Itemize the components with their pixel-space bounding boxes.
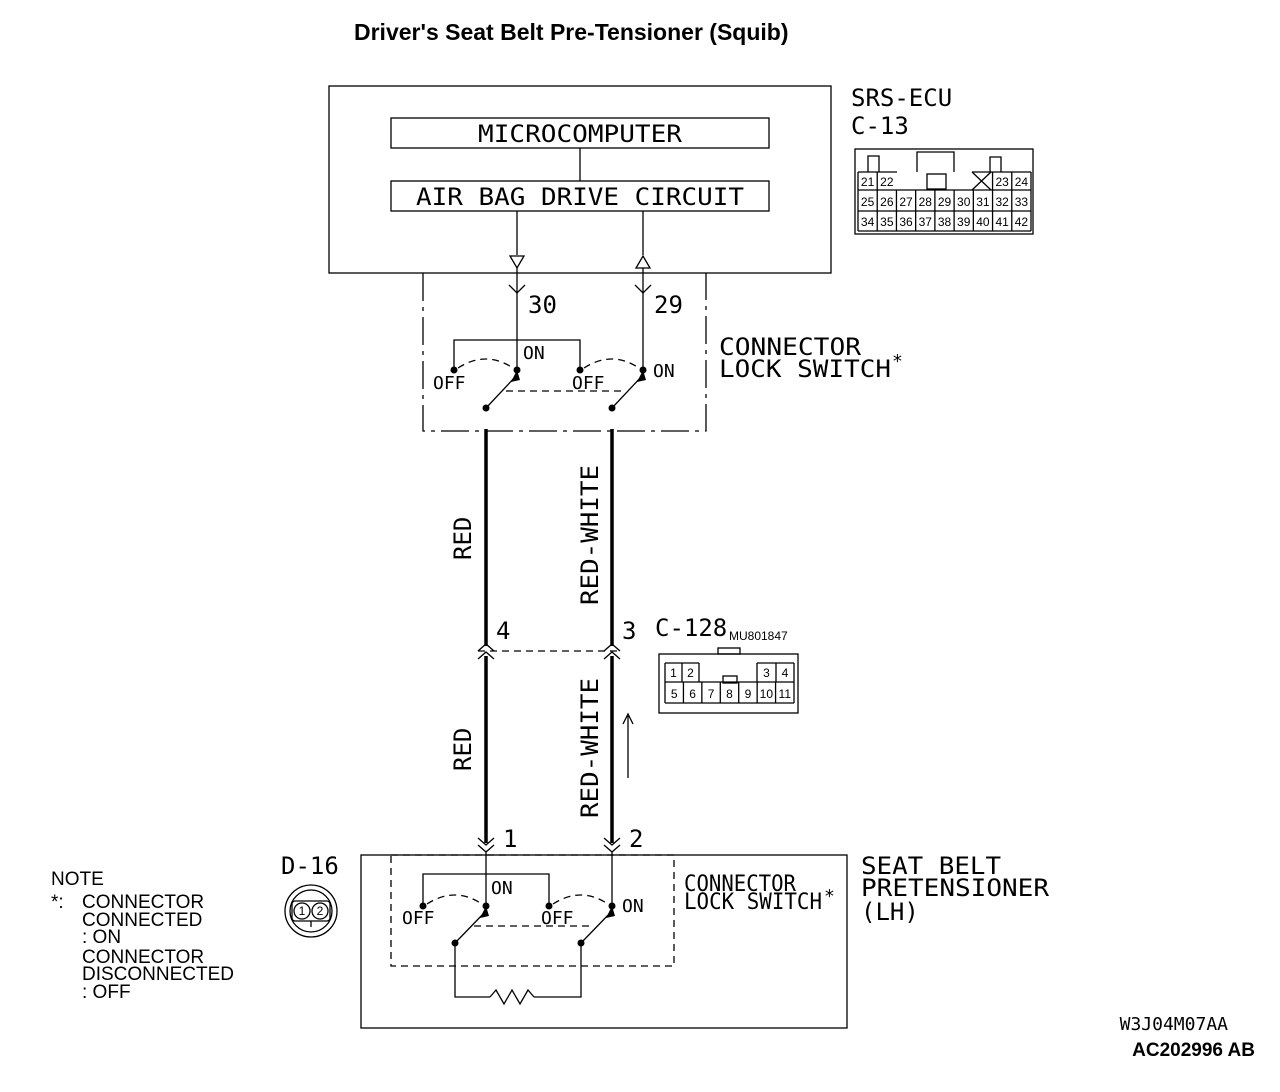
d16-pin-2: 2 [317,904,324,918]
diagram-title: Driver's Seat Belt Pre-Tensioner (Squib) [354,19,788,45]
note-line5: DISCONNECTED [82,964,234,985]
drawing-code: W3J04M07AA [1120,1014,1229,1035]
srs-ecu-connector-id: C-13 [851,112,909,140]
note-prefix: *: [51,892,64,913]
c13-pin-31: 31 [976,195,990,209]
upper-connector-lock-switch: 30 29 ON OFF OFF ON [422,268,707,432]
c128-face-pin-6: 6 [689,687,696,701]
microcomputer-label: MICROCOMPUTER [478,120,683,148]
note-line3: : ON [82,927,121,948]
note-legend: NOTE *: CONNECTOR CONNECTED : ON CONNECT… [51,869,234,1003]
c13-pin-38: 38 [938,215,952,229]
c13-pin-22: 22 [880,175,894,189]
wire-color-right-lower: RED-WHITE [576,678,604,818]
pretensioner-name-line2: PRETENSIONER [861,874,1050,902]
upper-right-on-label: ON [653,361,675,382]
c13-pin-27: 27 [899,195,913,209]
note-line6: : OFF [82,982,131,1003]
pretensioner-name-line1: SEAT BELT [861,852,1001,880]
c128-face-pin-11: 11 [779,687,792,701]
c13-pin-39: 39 [957,215,971,229]
c13-pin-32: 32 [995,195,1009,209]
connector-d16-face: 1 2 [284,884,338,938]
seat-belt-pretensioner: 1 2 ON OFF OFF ON [360,825,848,1029]
c128-face-pin-7: 7 [708,687,715,701]
srs-ecu: MICROCOMPUTER AIR BAG DRIVE CIRCUIT [328,85,832,274]
c13-pin-34: 34 [861,215,875,229]
lower-left-on-label: ON [491,878,513,899]
c128-face-pin-8: 8 [726,687,733,701]
output-triangle-up-icon [634,254,652,269]
lower-left-off-label: OFF [402,908,435,929]
pretensioner-name-line3: (LH) [861,898,919,926]
wire-color-right-upper: RED-WHITE [576,465,604,605]
lower-right-on-label: ON [622,896,644,917]
lower-lock-switch-label-line1: CONNECTOR [684,872,797,897]
c128-face-pin-3: 3 [763,666,770,680]
upper-lock-switch-label-line1: CONNECTOR [719,333,862,361]
c13-pin-33: 33 [1015,195,1029,209]
c13-pin-35: 35 [880,215,894,229]
upper-left-off-label: OFF [433,373,466,394]
figure-code: AC202996 AB [1132,1040,1255,1061]
current-direction-arrow-icon [622,712,634,778]
c13-pin-37: 37 [919,215,933,229]
c128-pin-3: 3 [622,617,636,645]
c13-pin-21: 21 [861,175,875,189]
connector-c13-face: 21 22 23 24 25 26 27 28 29 30 31 32 33 34 35 36 37 38 39 40… [854,148,1034,235]
note-line4: CONNECTOR [82,947,204,968]
squib-resistor-icon [489,988,535,1006]
c13-pin-42: 42 [1015,215,1029,229]
ecu-pin-30: 30 [528,291,557,319]
wire-color-left-lower: RED [449,728,477,771]
c13-pin-29: 29 [938,195,952,209]
c13-pin-24: 24 [1015,175,1029,189]
c13-pin-28: 28 [919,195,933,209]
harness-wires [484,429,614,843]
upper-lock-switch-asterisk: * [892,351,903,372]
air-bag-drive-circuit-label: AIR BAG DRIVE CIRCUIT [416,183,744,211]
upper-lock-switch-label-line2: LOCK SWITCH [719,355,891,383]
upper-left-on-label: ON [523,343,545,364]
c13-pin-36: 36 [899,215,913,229]
c13-pin-23: 23 [995,175,1009,189]
c128-face-pin-4: 4 [782,666,789,680]
upper-right-off-label: OFF [572,373,605,394]
c128-pin-4: 4 [496,617,510,645]
c128-face-pin-10: 10 [760,687,774,701]
c13-pin-30: 30 [957,195,971,209]
c128-connector-id: C-128 [655,614,727,642]
srs-ecu-box [328,85,832,274]
c128-face-pin-2: 2 [687,666,694,680]
pretensioner-pin-1: 1 [503,825,517,853]
note-line1: CONNECTOR [82,892,204,913]
lower-right-off-label: OFF [541,908,574,929]
srs-ecu-name: SRS-ECU [851,84,952,112]
lower-lock-switch-asterisk: * [824,886,835,907]
lower-lock-switch-label-line2: LOCK SWITCH [684,890,822,915]
c128-face-pin-1: 1 [670,666,677,680]
d16-pin-1: 1 [299,904,306,918]
note-line2: CONNECTED [82,910,202,931]
d16-connector-id: D-16 [281,852,339,880]
c128-face-pin-9: 9 [745,687,752,701]
c13-pin-25: 25 [861,195,875,209]
ecu-pin-29: 29 [654,291,683,319]
output-triangle-down-icon [508,255,526,270]
c13-pin-26: 26 [880,195,894,209]
c128-face-pin-5: 5 [671,687,678,701]
note-heading: NOTE [51,869,104,890]
pretensioner-box [360,854,848,1029]
air-bag-drive-circuit-block [390,180,770,212]
intermediate-connector-c128: 4 3 [477,617,636,660]
c13-pin-41: 41 [995,215,1009,229]
pretensioner-pin-2: 2 [629,825,643,853]
c128-part-number: MU801847 [729,629,788,643]
wire-color-left-upper: RED [449,517,477,560]
c13-pin-40: 40 [976,215,990,229]
